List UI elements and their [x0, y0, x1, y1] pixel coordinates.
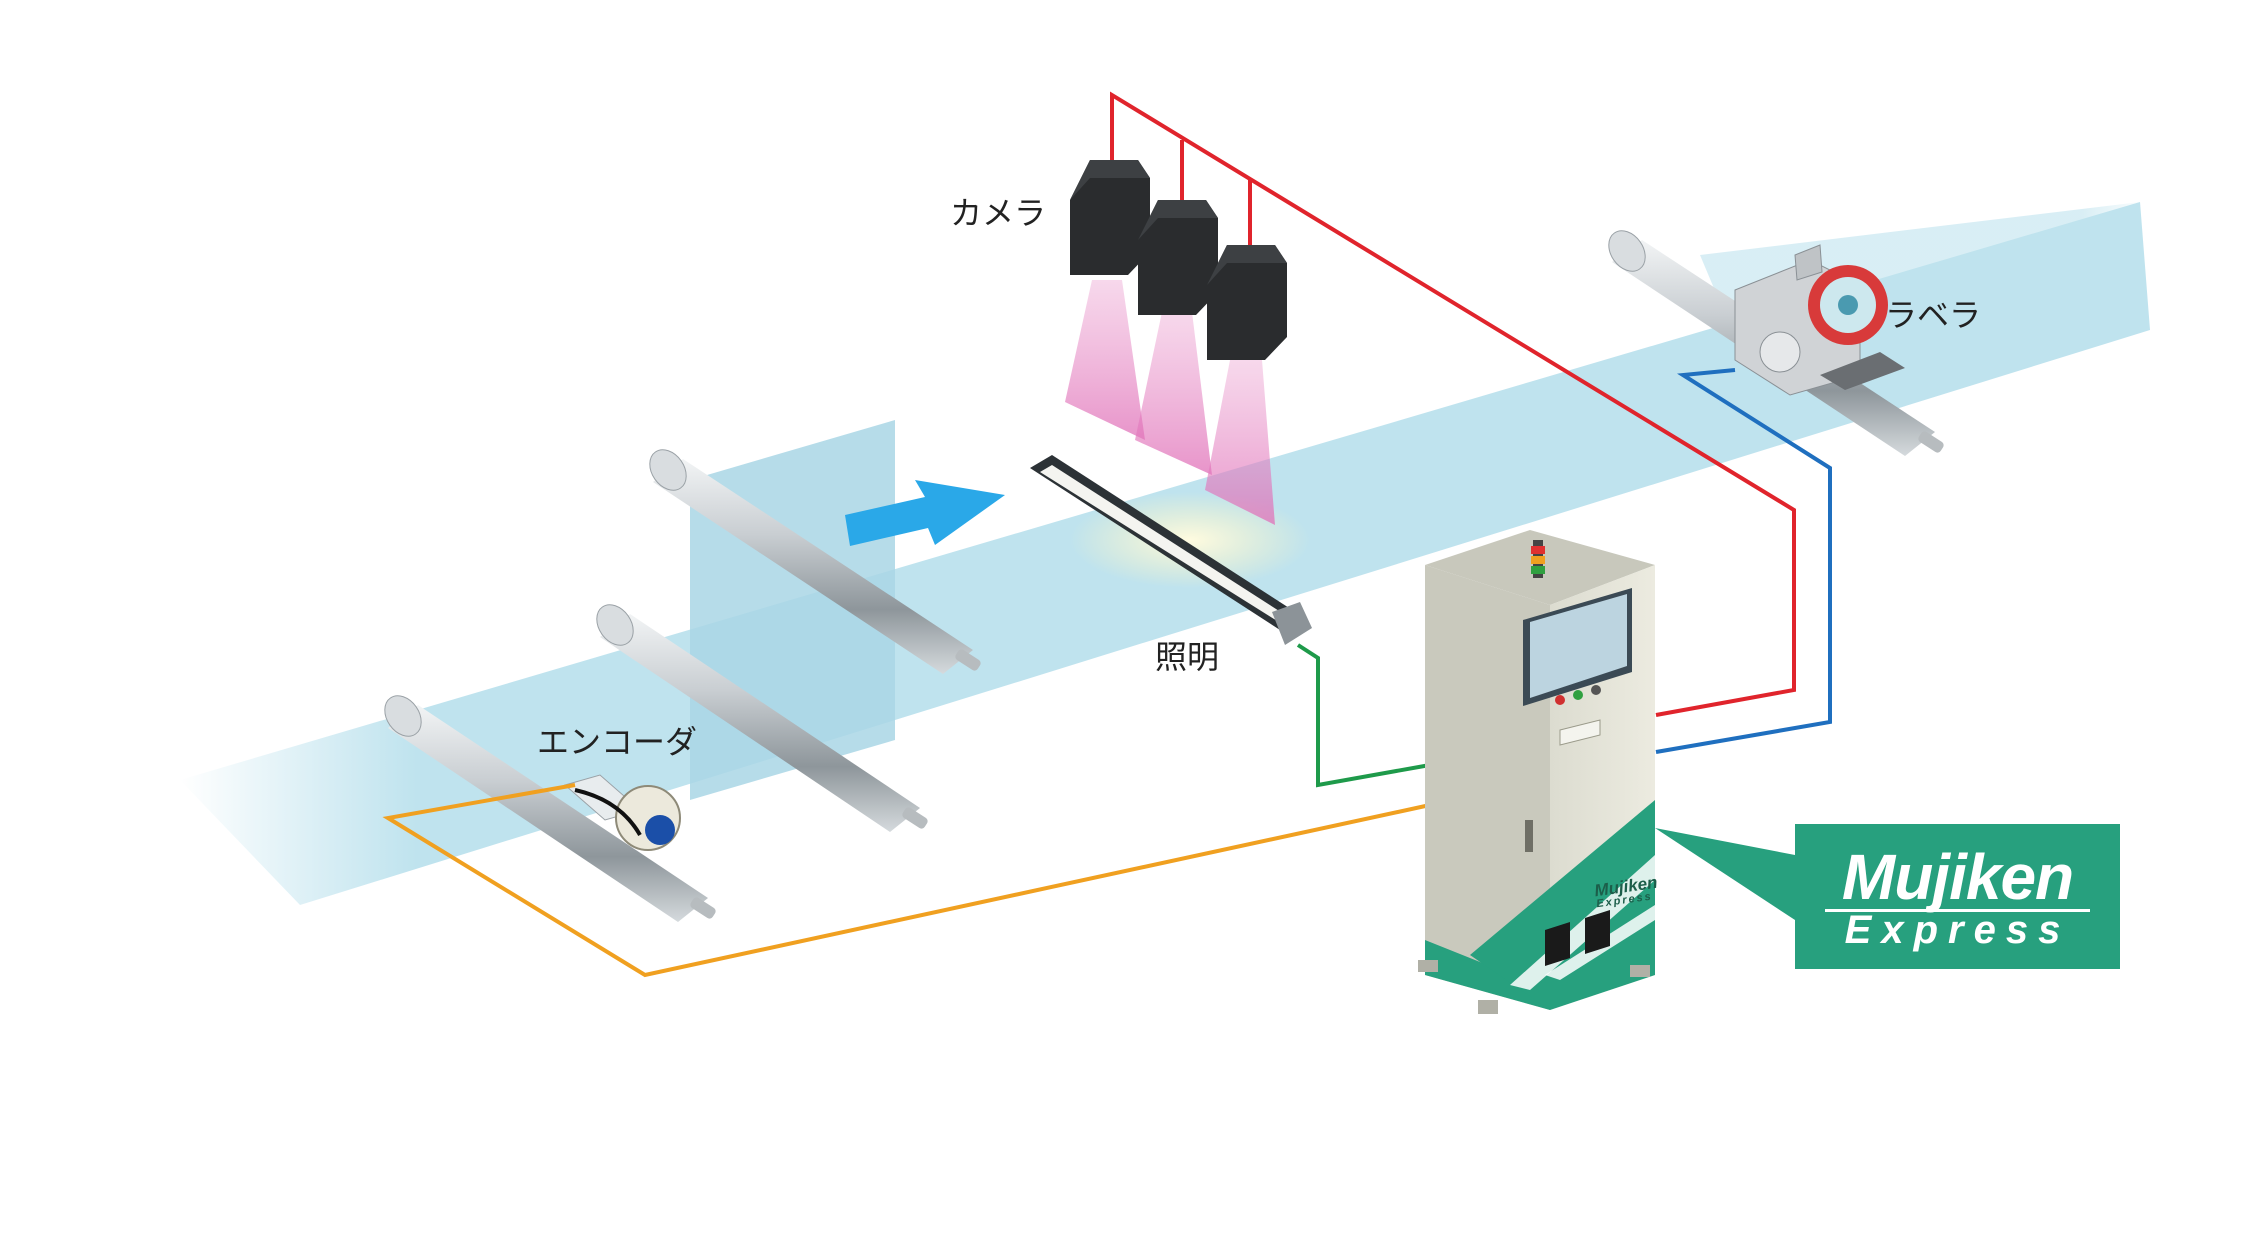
encoder-cable — [382, 783, 1431, 978]
control-cabinet — [1418, 530, 1655, 1014]
camera-1 — [1070, 160, 1150, 275]
lighting-label: 照明 — [1155, 638, 1220, 676]
camera-2 — [1138, 200, 1218, 315]
badge-pointer — [1655, 828, 1795, 920]
labeler-device — [1734, 244, 1905, 396]
roller-1 — [384, 695, 716, 922]
lighting-bar — [1030, 455, 1312, 645]
brand-badge-rule — [1825, 909, 2090, 912]
lighting-cable — [1296, 643, 1431, 788]
brand-badge: Mujiken Express — [1795, 824, 2120, 969]
encoder-label: エンコーダ — [537, 723, 698, 761]
labeler-cable — [1655, 368, 1832, 754]
camera-3 — [1207, 245, 1287, 360]
brand-badge-line2: Express — [1844, 908, 2071, 952]
cabinet-green-stripe — [1470, 800, 1655, 1010]
brand-badge-line1: Mujiken — [1841, 841, 2074, 913]
roller-2 — [596, 604, 928, 832]
labeler-label: ラベラ — [1885, 296, 1982, 334]
camera-cable — [1110, 91, 1796, 717]
encoder-device — [563, 774, 681, 851]
camera-beams — [1065, 280, 1275, 525]
arrow-right-icon — [845, 480, 1005, 546]
roller-3 — [649, 449, 981, 674]
camera-label: カメラ — [950, 194, 1047, 232]
